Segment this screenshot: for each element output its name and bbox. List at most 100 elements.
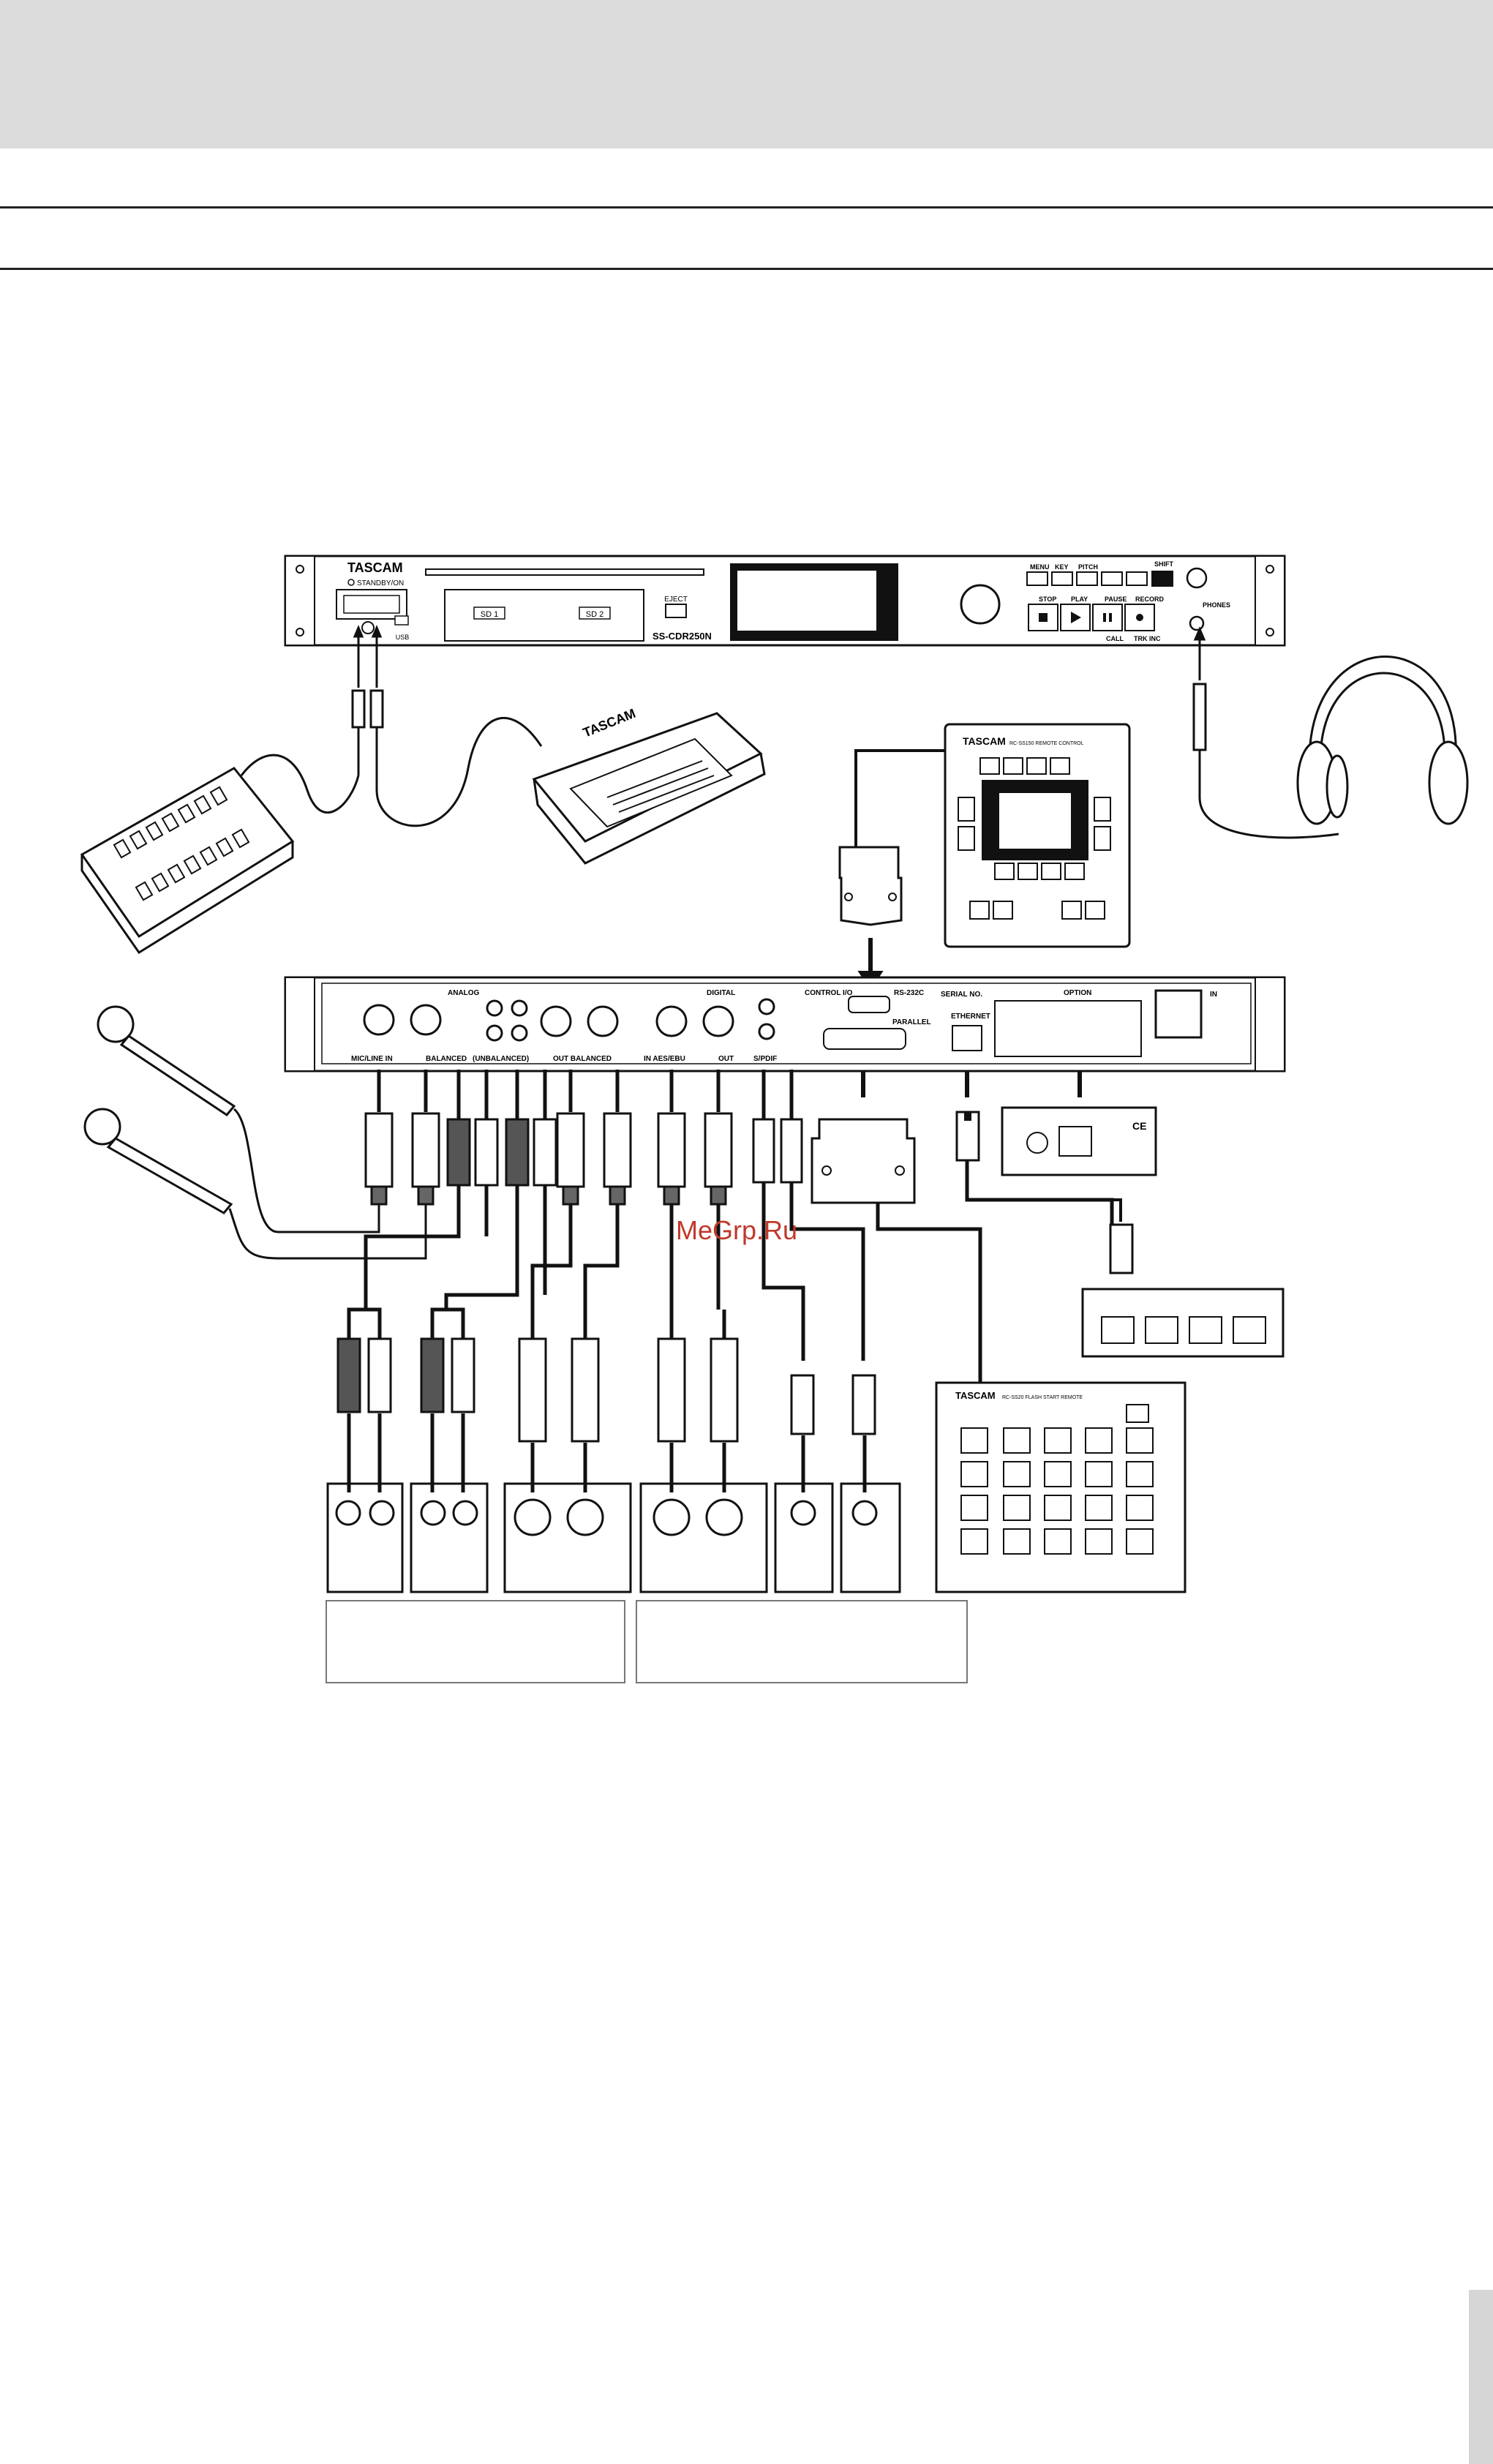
watermark-text: MeGrp.Ru bbox=[676, 1215, 797, 1245]
menu-label: MENU bbox=[1030, 563, 1050, 571]
key-label: KEY bbox=[1055, 563, 1069, 571]
front-panel-unit: TASCAM STANDBY/ON USB SD 1 SD 2 EJECT SS… bbox=[284, 555, 1286, 647]
play-label: PLAY bbox=[1071, 596, 1088, 603]
serial-no-label: SERIAL NO. bbox=[941, 991, 982, 999]
analog-label: ANALOG bbox=[448, 989, 480, 997]
microphones bbox=[83, 1005, 427, 1260]
front-brand: TASCAM bbox=[347, 560, 403, 575]
plugs-rear-row bbox=[364, 1070, 803, 1206]
sd1-label: SD 1 bbox=[481, 610, 498, 619]
standby-button[interactable] bbox=[336, 589, 407, 620]
spdif-label: S/PDIF bbox=[753, 1055, 777, 1063]
remote-top-brand: TASCAM bbox=[963, 735, 1006, 747]
key-button[interactable] bbox=[1051, 571, 1073, 586]
lock-label: LOCK bbox=[914, 588, 933, 596]
pause-button[interactable] bbox=[1092, 604, 1123, 631]
sd2-label: SD 2 bbox=[586, 610, 603, 619]
unbalanced-label: (UNBALANCED) bbox=[473, 1055, 529, 1063]
eject-label: EJECT bbox=[664, 596, 688, 604]
plugs-outboard-row bbox=[336, 1307, 876, 1443]
parallel-plug bbox=[811, 1118, 916, 1204]
page-side-tab bbox=[1469, 2290, 1493, 2464]
digital-label: DIGITAL bbox=[707, 989, 735, 997]
remote-control-bottom: TASCAM RC-SS20 FLASH START REMOTE bbox=[935, 1381, 1186, 1593]
network-switch bbox=[1081, 1288, 1285, 1358]
footswitch-cables bbox=[240, 625, 543, 827]
media-button[interactable] bbox=[939, 599, 949, 609]
remote-control-top: TASCAM RC-SS150 REMOTE CONTROL bbox=[944, 723, 1131, 948]
rca-in-r-jack[interactable] bbox=[486, 1024, 503, 1042]
phones-level-knob[interactable] bbox=[1186, 567, 1208, 589]
aes-ebu-out-jack[interactable] bbox=[702, 1005, 734, 1037]
standby-label: STANDBY/ON bbox=[357, 579, 404, 587]
destination-boxes bbox=[326, 1413, 968, 1683]
model-label: SS-CDR250N bbox=[653, 631, 712, 642]
rear-panel-unit: ANALOG MIC/LINE IN BALANCED (UNBALANCED)… bbox=[284, 976, 1286, 1073]
pause-label: PAUSE bbox=[1105, 596, 1127, 603]
pitch-label: PITCH bbox=[1078, 563, 1098, 571]
rca-out-l-jack[interactable] bbox=[511, 999, 528, 1017]
remote-bottom-brand: TASCAM bbox=[955, 1390, 996, 1401]
remote-bottom-model: RC-SS20 FLASH START REMOTE bbox=[1002, 1395, 1083, 1400]
analog-out-l-jack[interactable] bbox=[540, 1005, 572, 1037]
ethernet-plug bbox=[955, 1111, 1134, 1274]
display-screen bbox=[737, 571, 876, 631]
downstream-cables bbox=[364, 1156, 1114, 1383]
multi-jog-label: MULTI JOG bbox=[966, 576, 1000, 584]
usb-port[interactable] bbox=[394, 615, 409, 626]
trk-inc-label: TRK INC bbox=[1134, 635, 1161, 642]
rca-in-l-jack[interactable] bbox=[486, 999, 503, 1017]
footswitch-brand: TASCAM bbox=[581, 706, 638, 740]
usb-label: USB bbox=[396, 634, 410, 641]
phones-jack[interactable] bbox=[1189, 615, 1205, 631]
spdif-out-jack[interactable] bbox=[758, 1023, 775, 1040]
balanced-label: BALANCED bbox=[426, 1055, 467, 1063]
record-button[interactable] bbox=[1124, 604, 1155, 631]
spdif-in-jack[interactable] bbox=[758, 998, 775, 1015]
remote-jack[interactable] bbox=[361, 621, 375, 634]
cd-slot bbox=[425, 568, 704, 576]
aes-ebu-in-jack[interactable] bbox=[655, 1005, 688, 1037]
digital-out-label: OUT bbox=[718, 1055, 734, 1063]
phones-label: PHONES bbox=[1203, 601, 1230, 609]
keypad-remote bbox=[80, 767, 295, 955]
footswitch: TASCAM bbox=[532, 706, 766, 865]
forward-button[interactable] bbox=[1126, 571, 1148, 586]
control-io-label: CONTROL I/O bbox=[805, 989, 853, 997]
option-card: CE bbox=[1001, 1106, 1157, 1176]
call-label: CALL bbox=[1106, 635, 1124, 642]
multi-jog-dial[interactable] bbox=[960, 584, 1001, 625]
home-label: HOME bbox=[933, 566, 953, 573]
pitch-button[interactable] bbox=[1076, 571, 1098, 586]
home-button[interactable] bbox=[936, 620, 948, 632]
rewind-button[interactable] bbox=[1101, 571, 1123, 586]
ac-inlet bbox=[1154, 989, 1203, 1039]
media-label: MEDIA bbox=[933, 591, 955, 598]
mic-line-in-2-jack[interactable] bbox=[410, 1004, 442, 1036]
rs232c-port[interactable] bbox=[848, 996, 890, 1013]
eject-button[interactable] bbox=[665, 604, 687, 618]
ethernet-label: ETHERNET bbox=[951, 1013, 990, 1021]
option-card-ce-mark: CE bbox=[1132, 1120, 1146, 1132]
header-rule-bottom bbox=[0, 268, 1493, 270]
out-balanced-label: OUT BALANCED bbox=[553, 1055, 612, 1063]
option-slot bbox=[994, 1000, 1142, 1057]
stop-label: STOP bbox=[1039, 596, 1056, 603]
remote-top-model: RC-SS150 REMOTE CONTROL bbox=[1009, 741, 1084, 746]
ethernet-port[interactable] bbox=[952, 1025, 982, 1051]
analog-out-r-jack[interactable] bbox=[587, 1005, 619, 1037]
menu-button[interactable] bbox=[1026, 571, 1048, 586]
mic-line-in-label: MIC/LINE IN bbox=[351, 1055, 393, 1063]
rs232c-label: RS-232C bbox=[894, 989, 924, 997]
aes-ebu-label: IN AES/EBU bbox=[644, 1055, 685, 1063]
header-rule-top bbox=[0, 206, 1493, 209]
parallel-port[interactable] bbox=[823, 1028, 906, 1050]
header-band bbox=[0, 0, 1493, 149]
shift-button[interactable] bbox=[1151, 571, 1173, 587]
option-label: OPTION bbox=[1064, 989, 1091, 997]
mic-line-in-1-jack[interactable] bbox=[363, 1004, 395, 1036]
rca-out-r-jack[interactable] bbox=[511, 1024, 528, 1042]
headphones bbox=[1192, 626, 1469, 839]
parallel-label: PARALLEL bbox=[892, 1018, 931, 1026]
